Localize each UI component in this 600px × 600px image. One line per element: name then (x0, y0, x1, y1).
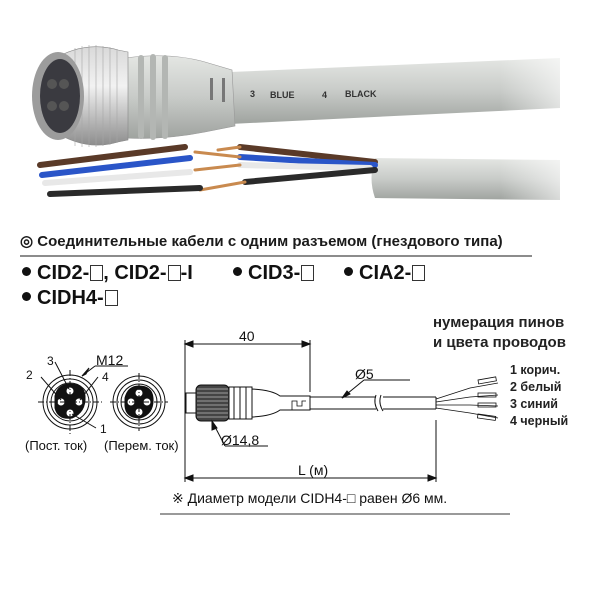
cable-photo: 3 BLUE 4 BLACK (0, 0, 600, 220)
placeholder-box-icon (301, 264, 315, 281)
dim-total-length: L (м) (298, 462, 329, 478)
model-cidh4: CIDH4- (22, 287, 118, 310)
pin-label-1: 1 (100, 422, 107, 436)
model-cia2: CIA2- (344, 262, 426, 285)
thread-label: M12 (96, 352, 124, 368)
model-cid3: CID3- (233, 262, 315, 285)
cable-photo-illustration: 3 BLUE 4 BLACK (32, 40, 600, 220)
connector-face-dc (38, 361, 128, 434)
bullet-icon (22, 267, 31, 277)
section-heading: ◎ Соединительные кабели с одним разъемом… (20, 232, 503, 250)
wire-label-1: 1 корич. (510, 363, 561, 377)
model-cid2: CID2-, CID2--I (22, 262, 193, 285)
pin-label-3: 3 (47, 354, 54, 368)
bullet-icon (344, 267, 353, 277)
cable-print-3: 3 (250, 89, 255, 99)
wire-label-4: 4 черный (510, 414, 569, 428)
footnote: ※ Диаметр модели CIDH4-□ равен Ø6 мм. (172, 490, 448, 506)
wire-label-3: 3 синий (510, 397, 558, 411)
circle-symbol-icon: ◎ (20, 233, 34, 250)
wire-label-2: 2 белый (510, 380, 562, 394)
heading-text: Соединительные кабели с одним разъемом (… (37, 233, 503, 250)
cable-print-blue: BLUE (270, 90, 295, 100)
cable-print-4: 4 (322, 90, 327, 100)
ac-caption: (Перем. ток) (104, 438, 179, 453)
dim-40: 40 (239, 328, 255, 344)
pin-label-4: 4 (102, 370, 109, 384)
connector-face-ac (110, 373, 168, 431)
dim-cable-diameter: Ø5 (355, 366, 374, 382)
cable-print-black: BLACK (345, 89, 377, 99)
heading-divider (20, 255, 532, 257)
placeholder-box-icon (412, 264, 426, 281)
bullet-icon (22, 292, 31, 302)
dc-caption: (Пост. ток) (25, 438, 88, 453)
dim-nut-diameter: Ø14,8 (221, 432, 260, 448)
bullet-icon (233, 267, 242, 277)
placeholder-box-icon (104, 289, 118, 306)
placeholder-box-icon (90, 264, 104, 281)
pin-legend-title: нумерация пинов и цвета проводов (433, 314, 566, 351)
pin-label-2: 2 (26, 368, 33, 382)
placeholder-box-icon (167, 264, 181, 281)
footnote-divider (160, 513, 510, 515)
